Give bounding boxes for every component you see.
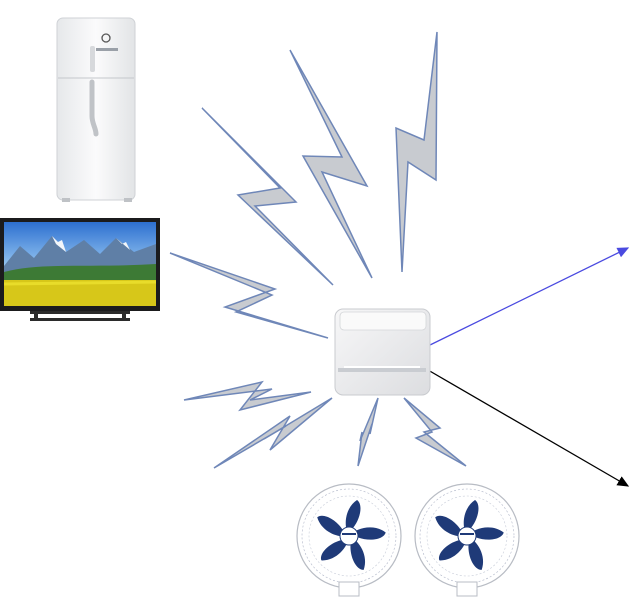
- lightning-bolt-icon: [357, 397, 379, 467]
- lightning-bolt-icon: [169, 252, 329, 339]
- wireless-links: [169, 31, 467, 469]
- lightning-bolt-icon: [403, 397, 467, 467]
- refrigerator-icon: [56, 17, 136, 202]
- lightning-bolt-icon: [395, 31, 438, 273]
- lightning-bolt-icon: [289, 49, 373, 279]
- blue-arrow: [429, 247, 630, 346]
- lightning-bolt-icon: [183, 380, 312, 412]
- lightning-bolt-icon: [201, 107, 334, 286]
- wall-fan-icon: [296, 483, 402, 597]
- black-arrow: [427, 369, 630, 487]
- wall-fan-icon: [414, 483, 520, 597]
- router-box-icon: [334, 308, 431, 396]
- television-icon: [0, 218, 160, 321]
- lightning-bolt-icon: [213, 397, 333, 469]
